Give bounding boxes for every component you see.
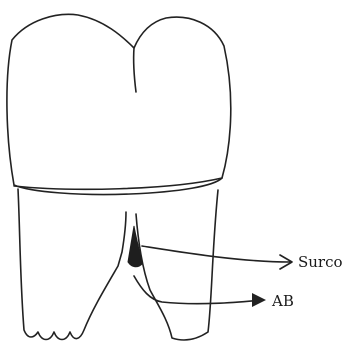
ab-label: AB <box>271 292 294 310</box>
cervical-line <box>14 178 222 189</box>
tooth-crown-outline <box>7 14 231 194</box>
ab-pointer-line <box>134 276 262 304</box>
root-outline <box>18 189 218 340</box>
crown-central-groove <box>134 48 136 92</box>
groove-pointer-line <box>142 246 290 262</box>
ab-arrowhead <box>252 293 266 307</box>
groove-label: Surco <box>298 253 343 271</box>
